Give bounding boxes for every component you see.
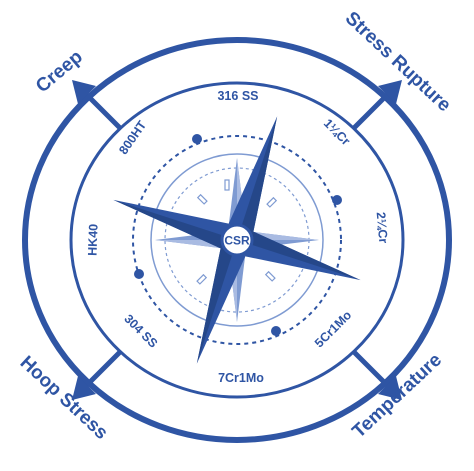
- alloy-label-hk40: HK40: [85, 224, 100, 256]
- alloy-label-2-25cr: 2¼Cr: [374, 211, 391, 244]
- alloy-label-5cr1mo: 5Cr1Mo: [312, 308, 355, 351]
- inner-ring: [150, 153, 324, 327]
- alloy-label-1-25cr: 1¼Cr: [321, 116, 353, 148]
- alloy-label-304ss: 304 SS: [121, 312, 160, 351]
- corner-label-stress-rupture: Stress Rupture: [341, 8, 455, 116]
- diagonal-arrows: [72, 80, 402, 400]
- dashed-ring-outer: [132, 135, 342, 345]
- arrow-head-bottom-right: [378, 376, 402, 400]
- middle-ring: [69, 81, 405, 399]
- compass-star-main: [113, 116, 361, 364]
- arrow-head-top-right: [378, 80, 402, 104]
- arrow-head-top-left: [72, 80, 96, 104]
- alloy-label-800ht: 800HT: [116, 118, 149, 157]
- center-disc: [220, 223, 254, 257]
- outer-ring: [22, 37, 452, 443]
- corner-label-hoop-stress: Hoop Stress: [16, 352, 112, 444]
- alloy-label-7cr1mo: 7Cr1Mo: [218, 371, 264, 385]
- arrow-head-bottom-left: [72, 376, 96, 400]
- center-label: CSR: [224, 234, 250, 248]
- ring-dots: [134, 134, 342, 336]
- alloy-label-316ss: 316 SS: [217, 89, 258, 103]
